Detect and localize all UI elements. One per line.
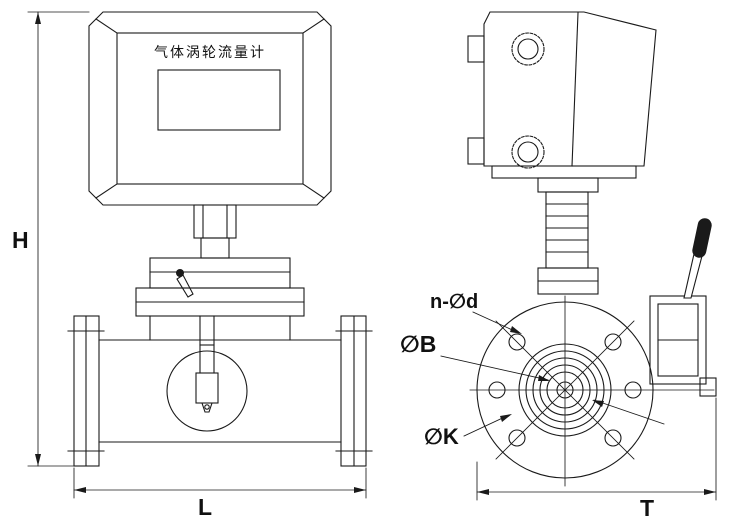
side-view: n-∅d ∅B ∅K	[400, 11, 717, 521]
cable-gland-bottom	[511, 135, 545, 169]
meter-body	[135, 257, 305, 341]
turbine-chamber	[166, 315, 248, 432]
label-n-d: n-∅d	[430, 291, 478, 313]
lever-grip	[692, 218, 712, 258]
side-mechanism	[649, 218, 717, 397]
lcd-window	[157, 69, 281, 131]
front-view: 气体涡轮流量计	[12, 11, 373, 520]
right-flange	[335, 315, 373, 467]
dim-T-label: T	[640, 495, 654, 521]
label-B: ∅B	[400, 331, 436, 357]
small-handle	[176, 269, 194, 298]
neck-stem	[193, 204, 237, 259]
cable-gland-top	[511, 32, 545, 66]
callout-bolt-circle: ∅K	[424, 414, 512, 449]
dimension-L: L	[73, 467, 367, 520]
flange-face	[469, 295, 715, 487]
dimension-T: T	[476, 397, 717, 521]
display-head: 气体涡轮流量计	[88, 11, 332, 206]
dim-H-label: H	[12, 227, 29, 253]
display-head-outline	[88, 11, 332, 206]
left-flange	[67, 315, 105, 467]
bolt-holes	[488, 333, 642, 447]
terminal-housing	[467, 11, 657, 193]
device-title: 气体涡轮流量计	[154, 45, 266, 61]
centerlines	[469, 295, 715, 487]
label-K: ∅K	[424, 424, 459, 449]
dim-L-label: L	[198, 494, 212, 520]
dimension-H: H	[12, 11, 90, 467]
display-head-inner	[116, 32, 304, 185]
side-neck	[537, 191, 599, 295]
pipe-section	[67, 315, 373, 467]
callout-bolt-holes: n-∅d	[430, 291, 522, 334]
callout-bore: ∅B	[400, 331, 665, 425]
